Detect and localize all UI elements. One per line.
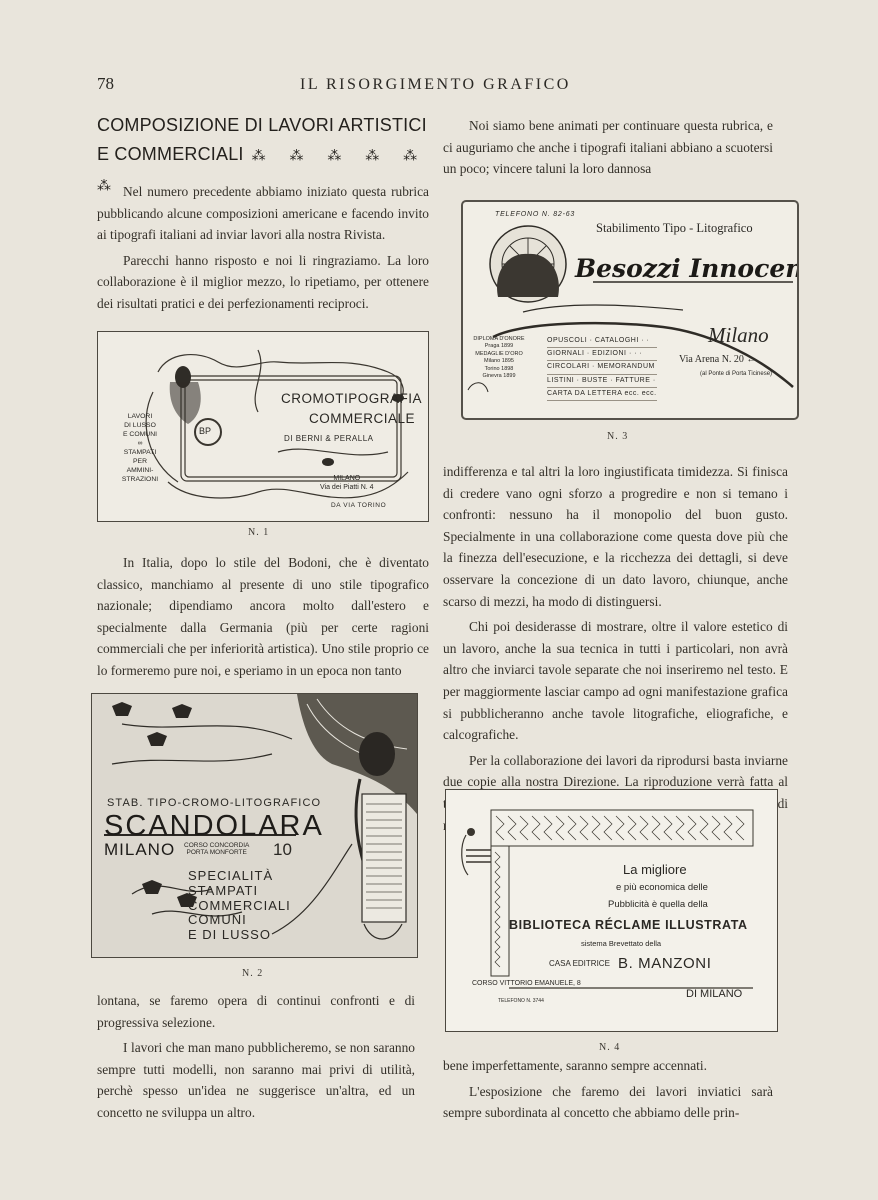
paragraph: In Italia, dopo lo stile del Bodoni, che…: [97, 555, 429, 678]
figure-3-telefono: TELEFONO N. 82-63: [495, 211, 576, 218]
left-column-bottom: lontana, se faremo opera di continui con…: [97, 990, 415, 1124]
figure-3-ornament: [467, 225, 794, 393]
figure-3-besozzi-card: TELEFONO N. 82-63 Stabilimento Tipo - Li…: [461, 200, 799, 420]
figure-3-service-item: CARTA DA LETTERA ecc. ecc.: [547, 388, 657, 402]
figure-3-name: Besozzi Innocente: [575, 254, 797, 283]
paragraph: lontana, se faremo opera di continui con…: [97, 993, 415, 1030]
figure-4-di-milano: DI MILANO: [686, 988, 743, 1000]
figure-2-corso: CORSO CONCORDIA PORTA MONFORTE: [184, 842, 250, 856]
paragraph: Noi siamo bene animati per continuare qu…: [443, 118, 773, 177]
figure-1-left-text: LAVORI DI LUSSO E COMUNI ∞ STAMPATI PER …: [121, 413, 159, 483]
figure-4-line-4: BIBLIOTECA RÉCLAME ILLUSTRATA: [509, 918, 748, 932]
figure-4-corso: CORSO VITTORIO EMANUELE, 8: [472, 980, 581, 987]
article-title: COMPOSIZIONE DI LAVORI ARTISTICI E COMME…: [97, 111, 442, 200]
figure-4-line-1: La migliore: [623, 862, 687, 877]
figure-3-service-item: GIORNALI · EDIZIONI · · ·: [547, 348, 657, 362]
figure-1-address-2: DA VIA TORINO: [331, 502, 387, 509]
title-line-1: COMPOSIZIONE DI LAVORI ARTISTICI: [97, 115, 427, 135]
right-column-bottom: bene imperfettamente, saranno sempre acc…: [443, 1055, 773, 1124]
figure-3-caption: N. 3: [607, 431, 629, 442]
figure-4-casa: CASA EDITRICE: [549, 959, 610, 968]
figure-1-cromotipografia-card: BP CROMOTIPOGRAFIA COMMERCIALE DI BERNI …: [97, 331, 429, 522]
figure-3-stab: Stabilimento Tipo - Litografico: [596, 221, 753, 235]
figure-3-diplomas: DIPLOMA D'ONORE Praga 1899 MEDAGLIE D'OR…: [473, 336, 525, 380]
figure-2-number: 10: [273, 840, 292, 859]
paragraph: Parecchi hanno risposto e noi li ringraz…: [97, 252, 429, 311]
left-column-middle: In Italia, dopo lo stile del Bodoni, che…: [97, 552, 429, 682]
figure-1-line-3: DI BERNI & PERALLA: [284, 434, 374, 443]
right-column-top: Noi siamo bene animati per continuare qu…: [443, 115, 773, 180]
figure-4-ornament: [461, 809, 754, 989]
figure-1-line-1: CROMOTIPOGRAFIA: [281, 391, 423, 406]
title-ornament: ⁂ ⁂ ⁂ ⁂ ⁂ ⁂: [97, 147, 428, 193]
figure-4-line-5: sistema Brevettato della: [581, 939, 662, 948]
paragraph: indifferenza e tal altri la loro ingiust…: [443, 464, 788, 609]
figure-3-service-item: OPUSCOLI · CATALOGHI · ·: [547, 335, 657, 349]
figure-1-monogram: BP: [199, 426, 212, 436]
figure-3-via: Via Arena N. 20 ←: [679, 354, 757, 365]
figure-3-service-item: LISTINI · BUSTE · FATTURE ·: [547, 375, 657, 388]
paragraph: I lavori che man mano pubblicheremo, se …: [97, 1040, 415, 1120]
paragraph: Chi poi desiderasse di mostrare, oltre i…: [443, 619, 788, 743]
figure-4-line-3: Pubblicità è quella della: [608, 899, 708, 910]
left-column-top: Nel numero precedente abbiamo iniziato q…: [97, 181, 429, 315]
figure-1-ornament: [145, 349, 409, 499]
journal-title: IL RISORGIMENTO GRAFICO: [300, 76, 571, 93]
figure-4-manzoni: B. MANZONI: [618, 955, 712, 972]
figure-2-name: SCANDOLARA: [104, 810, 324, 842]
figure-1-address: MILANO Via dei Piatti N. 4: [320, 475, 374, 491]
figure-1-line-2: COMMERCIALE: [309, 411, 416, 426]
paragraph: bene imperfettamente, saranno sempre acc…: [443, 1058, 707, 1073]
figure-2-stab: STAB. TIPO-CROMO-LITOGRAFICO: [107, 797, 322, 809]
figure-3-city: Milano: [708, 323, 769, 347]
figure-4-telefono: TELEFONO N. 3744: [498, 998, 544, 1004]
right-column-middle: indifferenza e tal altri la loro ingiust…: [443, 461, 788, 836]
figure-2-city: MILANO: [104, 840, 176, 859]
title-line-2: E COMMERCIALI⁂ ⁂ ⁂ ⁂ ⁂ ⁂: [97, 144, 428, 193]
figure-1-caption: N. 1: [248, 527, 270, 538]
figure-4-caption: N. 4: [599, 1042, 621, 1053]
paragraph: L'esposizione che faremo dei lavori invi…: [443, 1083, 773, 1121]
figure-2-caption: N. 2: [242, 968, 264, 979]
figure-2-scandolara-card: STAB. TIPO-CROMO-LITOGRAFICO SCANDOLARA …: [91, 693, 418, 958]
figure-3-services: OPUSCOLI · CATALOGHI · · GIORNALI · EDIZ…: [547, 335, 657, 402]
figure-3-porta: (al Ponte di Porta Ticinese): [700, 371, 773, 377]
figure-4-biblioteca-card: La migliore e più economica delle Pubbli…: [445, 789, 778, 1032]
figure-2-specialita: SPECIALITÀ STAMPATI COMMERCIALI COMUNI E…: [188, 868, 291, 943]
figure-4-line-2: e più economica delle: [616, 882, 708, 893]
page-number: 78: [97, 74, 114, 93]
figure-3-service-item: CIRCOLARI · MEMORANDUM: [547, 361, 657, 375]
paragraph: Nel numero precedente abbiamo iniziato q…: [97, 184, 429, 243]
figure-2-ornament: [104, 694, 417, 940]
